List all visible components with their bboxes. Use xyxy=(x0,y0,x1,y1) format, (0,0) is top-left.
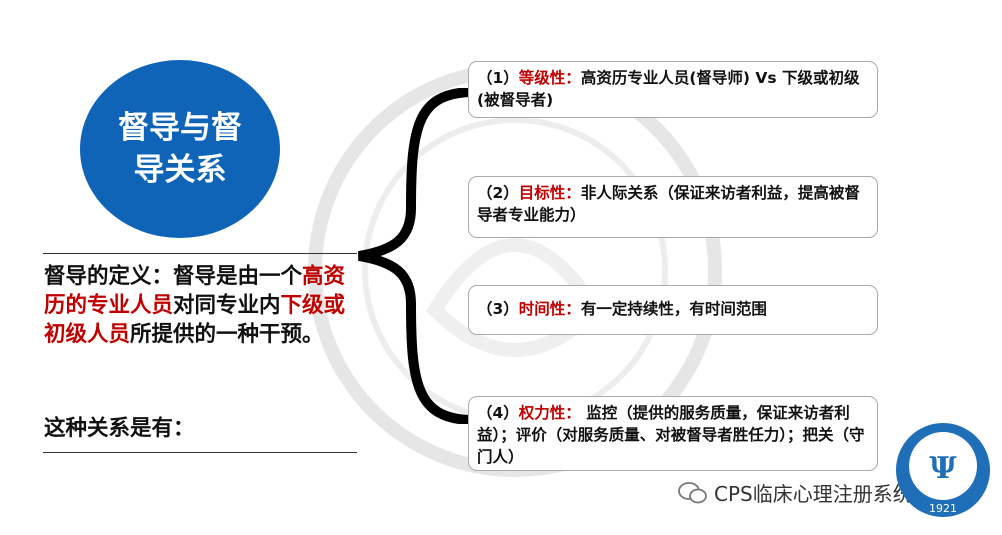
item-box-1: （1）等级性：高资历专业人员(督导师) Vs 下级或初级(被督导者) xyxy=(468,61,878,118)
footer-text: CPS临床心理注册系统 xyxy=(714,482,913,506)
badge-symbol: Ψ xyxy=(929,451,957,486)
title-line-2: 导关系 xyxy=(133,152,227,188)
item-2-number: （2） xyxy=(477,184,519,202)
definition-text: 督导的定义：督导是由一个高资历的专业人员对同专业内下级或初级人员所提供的一种干预… xyxy=(44,262,354,349)
item-2-text: 非人际关系（保证来访者利益，提高被督导者专业能力） xyxy=(477,184,860,224)
wechat-icon xyxy=(678,481,707,503)
definition-part-1: 督导的定义：督导是由一个 xyxy=(44,264,303,289)
item-4-key: 权力性： xyxy=(518,404,581,422)
footer-watermark: CPS临床心理注册系统 xyxy=(678,478,913,507)
definition-part-2: 对同专业内 xyxy=(173,293,281,318)
curly-brace xyxy=(358,88,475,424)
item-4-number: （4） xyxy=(477,404,519,422)
item-3-number: （3） xyxy=(477,300,519,318)
title-line-1: 督导与督 xyxy=(118,110,242,146)
item-box-3: （3）时间性：有一定持续性，有时间范围 xyxy=(468,285,878,335)
item-box-4: （4）权力性： 监控（提供的服务质量，保证来访者利益）；评价（对服务质量、对被督… xyxy=(468,396,878,471)
definition-highlight-2: 下级或初级人员 xyxy=(44,293,346,347)
bottom-divider xyxy=(43,452,357,453)
item-1-number: （1） xyxy=(477,69,519,87)
item-box-2: （2）目标性：非人际关系（保证来访者利益，提高被督导者专业能力） xyxy=(468,176,878,238)
definition-highlight-1: 高资历的专业人员 xyxy=(44,264,346,318)
item-3-key: 时间性： xyxy=(518,300,581,318)
badge-year: 1921 xyxy=(929,502,957,515)
item-1-text: 高资历专业人员(督导师) Vs 下级或初级(被督导者) xyxy=(477,69,860,109)
item-4-text: 监控（提供的服务质量，保证来访者利益）；评价（对服务质量、对被督导者胜任力）；把… xyxy=(477,404,865,466)
item-3-text: 有一定持续性，有时间范围 xyxy=(580,300,767,318)
title-circle: 督导与督 导关系 xyxy=(80,60,280,238)
organization-logo: Ψ 1921 xyxy=(896,423,990,517)
top-divider xyxy=(43,253,357,254)
definition-part-3: 所提供的一种干预。 xyxy=(130,322,324,347)
item-2-key: 目标性： xyxy=(518,184,581,202)
relationship-question: 这种关系是有： xyxy=(44,416,195,441)
item-1-key: 等级性： xyxy=(518,69,581,87)
